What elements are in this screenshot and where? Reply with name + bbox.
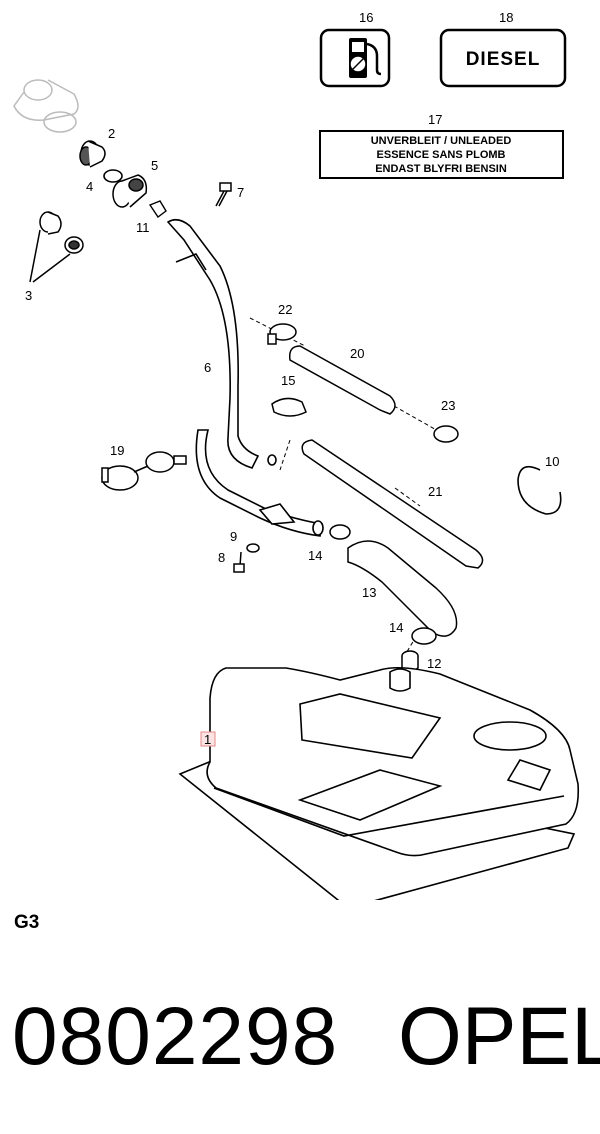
fuel-symbol-label bbox=[319, 28, 391, 88]
callout-18: 18 bbox=[499, 10, 513, 25]
callout-15: 15 bbox=[281, 373, 295, 388]
brand-name: OPEL bbox=[398, 991, 600, 1082]
callout-16: 16 bbox=[359, 10, 373, 25]
bolt-bottom-part bbox=[233, 551, 245, 573]
clamp-14a-part bbox=[329, 524, 351, 540]
filler-pipe-part bbox=[166, 218, 324, 537]
callout-6: 6 bbox=[204, 360, 211, 375]
unleaded-label: UNVERBLEIT / UNLEADED ESSENCE SANS PLOMB… bbox=[319, 130, 564, 179]
callout-9: 9 bbox=[230, 529, 237, 544]
callout-20: 20 bbox=[350, 346, 364, 361]
fuel-tank-part bbox=[178, 666, 580, 900]
callout-5: 5 bbox=[151, 158, 158, 173]
clamp-14b-part bbox=[411, 627, 437, 645]
unleaded-line-3: ENDAST BLYFRI BENSIN bbox=[375, 163, 507, 175]
parts-diagram: 16 DIESEL 18 17 UNVERBLEIT / UNLEADED ES… bbox=[13, 10, 580, 900]
clamp-23-part bbox=[433, 425, 459, 443]
clamp-15-part bbox=[271, 397, 307, 417]
callout-8: 8 bbox=[218, 550, 225, 565]
diesel-label: DIESEL bbox=[439, 28, 567, 88]
unleaded-line-2: ESSENCE SANS PLOMB bbox=[377, 149, 506, 161]
callout-4: 4 bbox=[86, 179, 93, 194]
caps-part bbox=[29, 211, 84, 283]
washer-part bbox=[246, 543, 260, 553]
adapter-part bbox=[112, 174, 148, 208]
callout-14b: 14 bbox=[389, 620, 403, 635]
clip-part bbox=[148, 200, 167, 219]
callout-10: 10 bbox=[545, 454, 559, 469]
snap-ring-part bbox=[517, 465, 562, 515]
callout-1: 1 bbox=[204, 732, 211, 747]
callout-11: 11 bbox=[136, 220, 150, 235]
section-code: G3 bbox=[14, 912, 40, 933]
diesel-text: DIESEL bbox=[466, 49, 541, 70]
callout-14a: 14 bbox=[308, 548, 322, 563]
bracket-19-part bbox=[101, 451, 187, 491]
hose-21-part bbox=[301, 439, 484, 569]
callout-21: 21 bbox=[428, 484, 442, 499]
hose-13-part bbox=[347, 540, 458, 637]
hose-20-part bbox=[288, 345, 396, 415]
part-number: 0802298 bbox=[12, 991, 339, 1082]
tank-callout-box bbox=[200, 731, 216, 747]
bolt-top-part bbox=[215, 182, 232, 207]
callout-23: 23 bbox=[441, 398, 455, 413]
unleaded-line-1: UNVERBLEIT / UNLEADED bbox=[371, 135, 512, 147]
filler-neck-ghost bbox=[13, 79, 79, 133]
callout-3: 3 bbox=[25, 288, 32, 303]
callout-19: 19 bbox=[110, 443, 124, 458]
clamp-22-part bbox=[267, 323, 297, 345]
callout-17: 17 bbox=[428, 112, 442, 127]
callout-22: 22 bbox=[278, 302, 292, 317]
callout-13: 13 bbox=[362, 585, 376, 600]
cap-seal-part bbox=[79, 140, 106, 168]
callout-2: 2 bbox=[108, 126, 115, 141]
callout-7: 7 bbox=[237, 185, 244, 200]
ring-part bbox=[103, 169, 123, 183]
callout-12: 12 bbox=[427, 656, 441, 671]
